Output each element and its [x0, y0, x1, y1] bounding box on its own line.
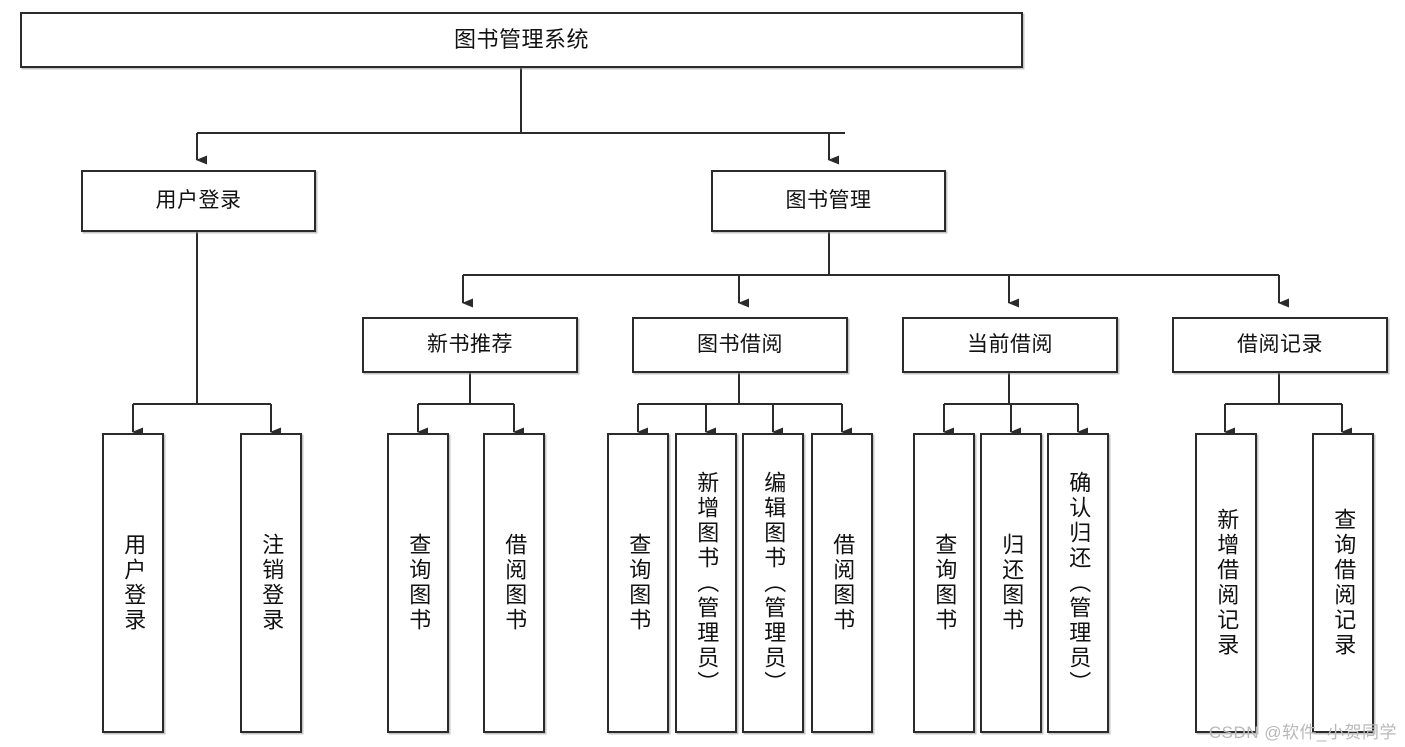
leaf-edit-book-admin[interactable]: 编辑图书（管理员）: [742, 433, 804, 733]
node-label: 查询图书: [932, 533, 958, 633]
node-new-book-recommend[interactable]: 新书推荐: [362, 317, 578, 373]
node-label: 注销登录: [259, 533, 285, 633]
node-borrow-record[interactable]: 借阅记录: [1172, 317, 1388, 373]
leaf-return-book[interactable]: 归还图书: [980, 433, 1042, 733]
leaf-query-borrow-record[interactable]: 查询借阅记录: [1312, 433, 1374, 733]
node-label: 图书管理: [785, 188, 872, 212]
node-label: 新增图书（管理员）: [694, 470, 720, 696]
node-label: 图书借阅: [697, 332, 783, 356]
csdn-watermark: CSDN @软件_小贺同学: [1208, 723, 1397, 742]
leaf-add-borrow-record[interactable]: 新增借阅记录: [1195, 433, 1257, 733]
node-label: 用户登录: [155, 188, 242, 212]
node-label: 新书推荐: [427, 332, 513, 356]
leaf-query-book-borrow[interactable]: 查询图书: [607, 433, 669, 733]
node-label: 确认归还（管理员）: [1066, 470, 1092, 696]
node-label: 查询图书: [626, 533, 652, 633]
node-current-borrow[interactable]: 当前借阅: [902, 317, 1118, 373]
leaf-query-book-current[interactable]: 查询图书: [913, 433, 975, 733]
node-book-management[interactable]: 图书管理: [711, 170, 946, 232]
node-label: 新增借阅记录: [1214, 508, 1240, 658]
leaf-confirm-return-admin[interactable]: 确认归还（管理员）: [1047, 433, 1109, 733]
leaf-add-book-admin[interactable]: 新增图书（管理员）: [675, 433, 737, 733]
leaf-borrow-book-new[interactable]: 借阅图书: [483, 433, 545, 733]
node-label: 查询图书: [406, 533, 432, 633]
node-label: 当前借阅: [967, 332, 1053, 356]
node-user-login[interactable]: 用户登录: [81, 170, 316, 232]
node-root-book-management-system[interactable]: 图书管理系统: [20, 12, 1023, 68]
leaf-logout[interactable]: 注销登录: [240, 433, 302, 733]
node-label: 图书管理系统: [453, 27, 589, 53]
node-label: 归还图书: [999, 533, 1025, 633]
node-label: 借阅图书: [502, 533, 528, 633]
node-label: 用户登录: [121, 533, 147, 633]
node-label: 编辑图书（管理员）: [761, 470, 787, 696]
leaf-user-login[interactable]: 用户登录: [102, 433, 164, 733]
leaf-borrow-book[interactable]: 借阅图书: [811, 433, 873, 733]
node-label: 借阅记录: [1237, 332, 1323, 356]
node-book-borrow[interactable]: 图书借阅: [632, 317, 848, 373]
node-label: 查询借阅记录: [1331, 508, 1357, 658]
node-label: 借阅图书: [830, 533, 856, 633]
leaf-query-book-new[interactable]: 查询图书: [387, 433, 449, 733]
